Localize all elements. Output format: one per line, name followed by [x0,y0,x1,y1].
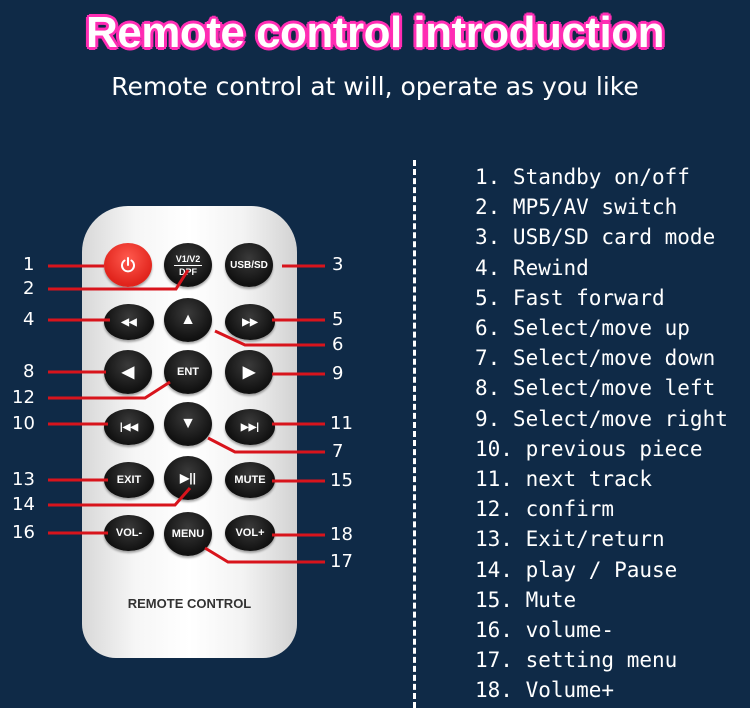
legend-item: 4. Rewind [475,255,589,280]
page-subtitle: Remote control at will, operate as you l… [111,72,639,101]
power-button [104,243,152,287]
legend-item: 10. previous piece [475,436,703,461]
callout-1: 1 [23,254,35,275]
callout-15: 15 [330,470,353,491]
callout-line-6 [214,329,325,347]
callout-9: 9 [332,363,344,384]
callout-17: 17 [330,551,353,572]
next-button: ▶▶| [225,409,275,445]
callout-14: 14 [12,494,35,515]
legend-item: 8. Select/move left [475,376,716,401]
callout-4: 4 [23,309,35,330]
callout-13: 13 [12,469,35,490]
callout-16: 16 [12,522,35,543]
callout-18: 18 [330,524,353,545]
legend-item: 14. play / Pause [475,557,678,582]
callout-12: 12 [12,387,35,408]
right-button: ▶ [225,350,273,394]
prev-button: |◀◀ [104,409,154,445]
legend-item: 12. confirm [475,497,615,522]
callout-11: 11 [330,413,353,434]
legend-item: 18. Volume+ [475,678,615,703]
legend-item: 2. MP5/AV switch [475,195,678,220]
legend-item: 16. volume- [475,618,615,643]
callout-10: 10 [12,413,35,434]
dashed-divider [413,160,416,708]
callout-line-17 [204,546,325,564]
volplus-button: VOL+ [225,515,275,551]
callout-line-14 [48,487,192,507]
ent-button: ENT [164,350,212,394]
legend-item: 1. Standby on/off [475,165,690,189]
power-icon [121,257,135,273]
remote-label: REMOTE CONTROL [127,596,252,611]
callout-line-2 [48,269,190,291]
rewind-button: ◀◀ [104,304,154,340]
up-button: ▲ [164,298,212,342]
play-button: ▶|| [164,456,212,500]
callout-line-12 [48,380,171,400]
legend-item: 5. Fast forward [475,285,665,310]
function-legend: 1. Standby on/off 2. MP5/AV switch 3. US… [475,162,728,706]
forward-button: ▶▶ [225,304,275,340]
dpf-top-label: V1/V2 [173,253,203,266]
callout-3: 3 [332,254,344,275]
callout-8: 8 [23,361,35,382]
legend-item: 6. Select/move up [475,316,690,341]
left-button: ◀ [104,350,152,394]
callout-5: 5 [332,309,344,330]
mute-button: MUTE [225,462,275,498]
legend-item: 15. Mute [475,587,577,612]
legend-item: 3. USB/SD card mode [475,225,716,250]
legend-item: 11. next track [475,467,653,492]
volminus-button: VOL- [104,515,154,551]
legend-item: 13. Exit/return [475,527,665,552]
menu-button: MENU [164,512,212,556]
callout-2: 2 [23,278,35,299]
legend-item: 17. setting menu [475,648,678,673]
legend-item: 9. Select/move right [475,406,728,431]
usbsd-button: USB/SD [225,243,273,287]
down-button: ▼ [164,402,212,446]
page-title: Remote control introduction [85,8,665,57]
callout-6: 6 [332,334,344,355]
callout-7: 7 [332,441,344,462]
exit-button: EXIT [104,462,154,498]
callout-line-7 [207,436,325,454]
legend-item: 7. Select/move down [475,346,716,371]
